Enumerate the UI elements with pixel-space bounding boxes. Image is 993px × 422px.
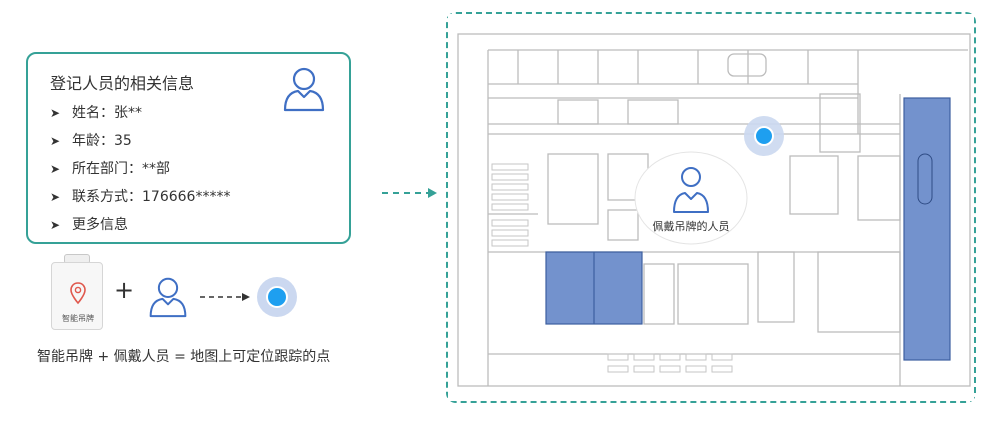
plus-sign: + <box>114 276 135 304</box>
info-row-contact: ➤ 联系方式：176666***** <box>50 186 230 206</box>
info-row-age: ➤ 年龄：35 <box>50 130 132 150</box>
info-row-text: 联系方式：176666***** <box>72 189 231 205</box>
bubble-label: 佩戴吊牌的人员 <box>652 220 730 233</box>
arrow-bullet-icon: ➤ <box>50 106 61 120</box>
formula-text: 智能吊牌 + 佩戴人员 = 地图上可定位跟踪的点 <box>37 349 331 365</box>
info-row-more: ➤ 更多信息 <box>50 214 128 234</box>
person-bubble <box>634 151 748 245</box>
location-dot-icon <box>257 277 297 317</box>
info-row-text: 姓名：张** <box>72 105 142 121</box>
badge-label: 智能吊牌 <box>62 314 94 323</box>
arrow-bullet-icon: ➤ <box>50 190 61 204</box>
arrow-bullet-icon: ➤ <box>50 218 61 232</box>
info-row-name: ➤ 姓名：张** <box>50 102 142 122</box>
info-row-text: 所在部门：**部 <box>72 161 170 177</box>
info-row-text: 更多信息 <box>72 217 128 233</box>
person-icon <box>149 277 187 318</box>
info-row-department: ➤ 所在部门：**部 <box>50 158 170 178</box>
dashed-arrow-icon <box>382 188 437 198</box>
person-icon <box>673 167 709 213</box>
arrow-bullet-icon: ➤ <box>50 134 61 148</box>
arrow-bullet-icon: ➤ <box>50 162 61 176</box>
dashed-arrow-icon <box>200 293 250 301</box>
person-info-card: 登记人员的相关信息 ➤ 姓名：张** ➤ 年龄：35 ➤ 所在部门：**部 ➤ 联系方式… <box>26 52 351 244</box>
person-icon <box>283 67 325 112</box>
smart-badge: 智能吊牌 <box>51 262 103 330</box>
info-row-text: 年龄：35 <box>72 133 132 149</box>
location-pin-icon <box>70 282 86 305</box>
info-card-title: 登记人员的相关信息 <box>50 74 195 93</box>
